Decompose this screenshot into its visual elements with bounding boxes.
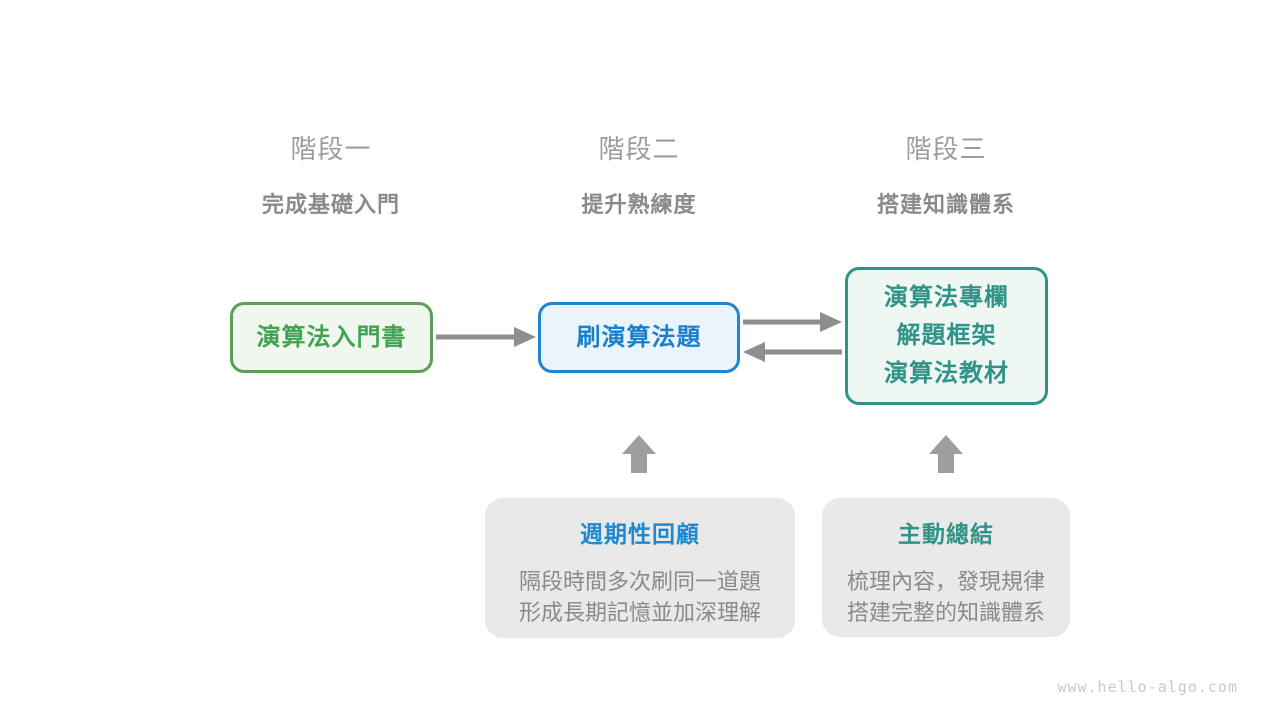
note-active-summary-line-2: 搭建完整的知識體系 — [846, 600, 1045, 625]
stage-2-label: 階段二 — [598, 134, 680, 164]
note-active-summary-line-1: 梳理內容，發現規律 — [846, 569, 1045, 594]
site-watermark: www.hello-algo.com — [1057, 678, 1238, 696]
note-active-summary-body: 梳理內容，發現規律 搭建完整的知識體系 — [847, 566, 1045, 628]
node-intro-book: 演算法入門書 — [230, 302, 433, 373]
stage-1-label: 階段一 — [290, 134, 372, 164]
note-periodic-review-title: 週期性回顧 — [580, 521, 700, 547]
note-periodic-review-line-2: 形成長期記憶並加深理解 — [518, 600, 761, 625]
stage-3-label: 階段三 — [905, 134, 987, 164]
stage-3-header: 階段三 搭建知識體系 — [796, 129, 1096, 219]
node-practice-problems: 刷演算法題 — [538, 302, 740, 373]
node-advanced-resources: 演算法專欄 解題框架 演算法教材 — [845, 267, 1048, 405]
note-periodic-review-line-1: 隔段時間多次刷同一道題 — [518, 569, 761, 594]
arrow-left-stage3-to-stage2 — [743, 342, 842, 362]
arrow-up-review-to-practice — [622, 435, 656, 473]
stage-2-subtitle: 提升熟練度 — [581, 192, 697, 217]
arrow-right-stage2-to-stage3 — [743, 312, 842, 332]
node-advanced-resources-line-1: 演算法專欄 — [884, 284, 1009, 311]
stage-1-subtitle: 完成基礎入門 — [261, 192, 400, 217]
node-advanced-resources-line-3: 演算法教材 — [884, 360, 1009, 387]
stage-1-header: 階段一 完成基礎入門 — [181, 129, 481, 219]
note-periodic-review-body: 隔段時間多次刷同一道題 形成長期記憶並加深理解 — [519, 566, 761, 628]
note-active-summary: 主動總結 梳理內容，發現規律 搭建完整的知識體系 — [822, 498, 1070, 637]
arrow-right-stage1-to-stage2 — [436, 327, 536, 347]
note-periodic-review: 週期性回顧 隔段時間多次刷同一道題 形成長期記憶並加深理解 — [485, 498, 795, 638]
node-advanced-resources-line-2: 解題框架 — [896, 322, 997, 349]
node-intro-book-label: 演算法入門書 — [256, 323, 407, 351]
stage-3-subtitle: 搭建知識體系 — [876, 192, 1015, 217]
stage-2-header: 階段二 提升熟練度 — [489, 129, 789, 219]
arrow-up-summary-to-resources — [929, 435, 963, 473]
note-active-summary-title: 主動總結 — [898, 521, 994, 547]
node-practice-problems-label: 刷演算法題 — [576, 323, 702, 351]
